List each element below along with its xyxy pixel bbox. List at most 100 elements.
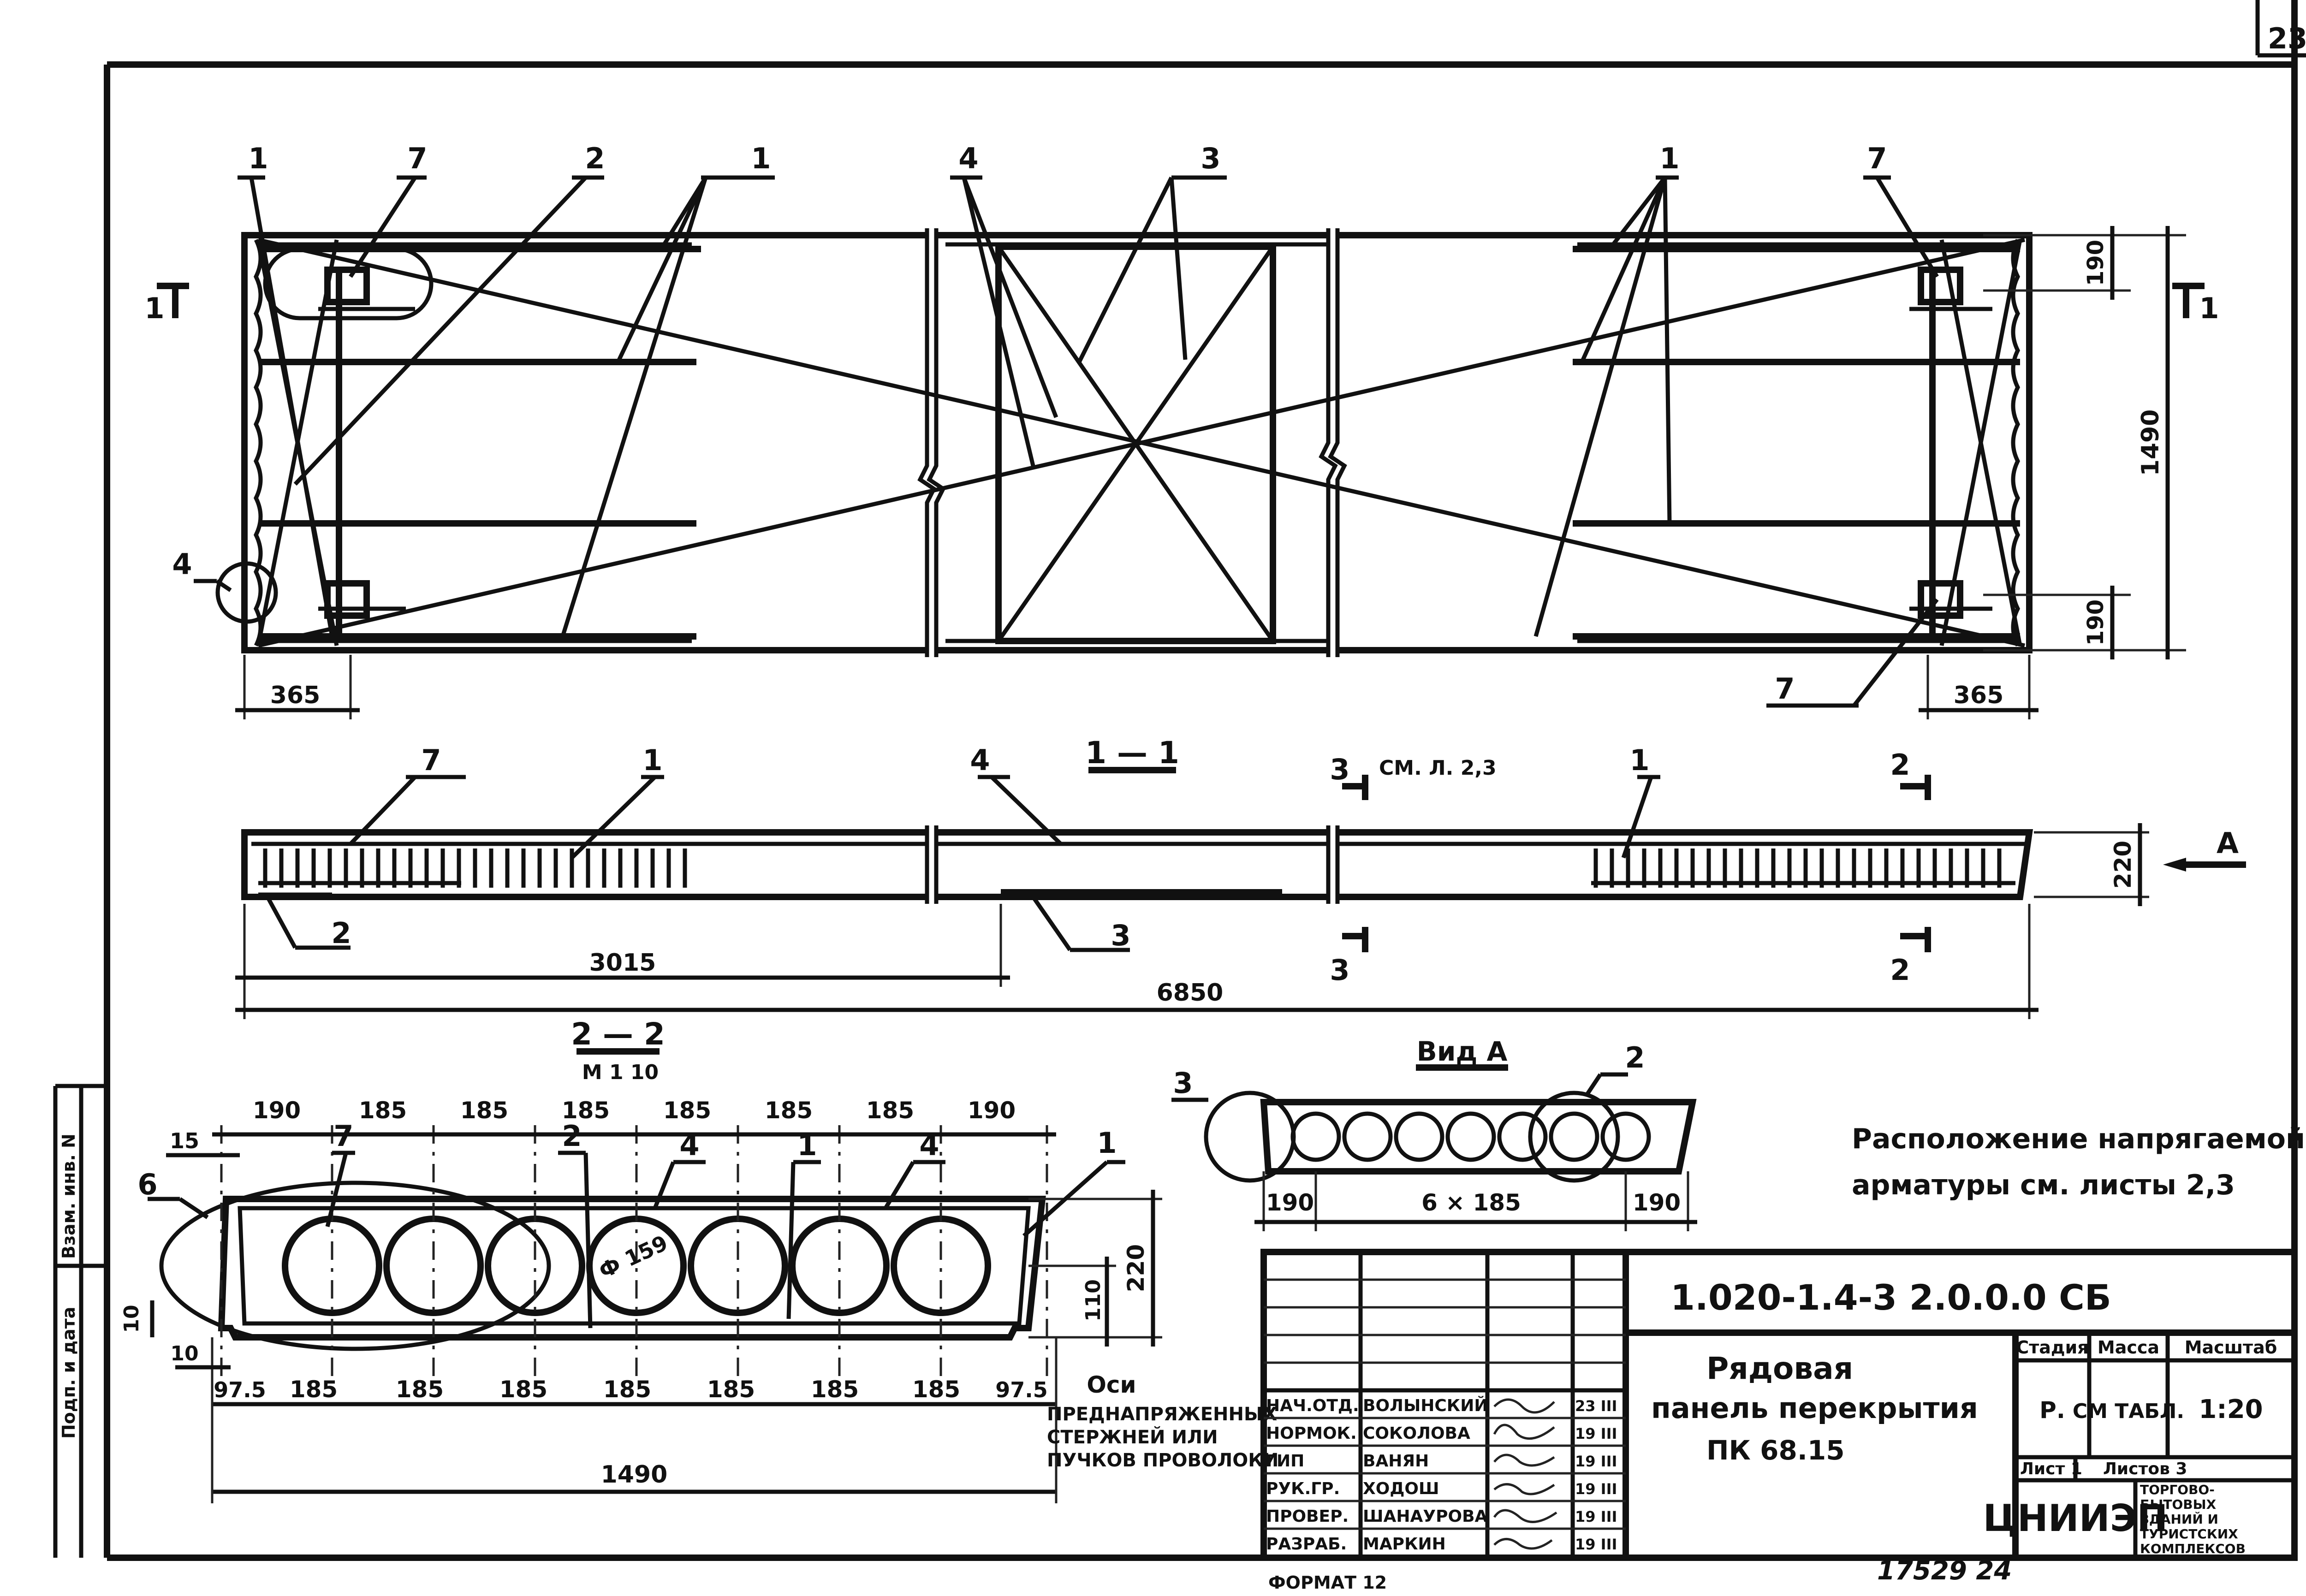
sec11-view-A: А xyxy=(2217,826,2239,860)
sig-date-5: 19 III xyxy=(1575,1536,1617,1553)
sec11-label-2: 2 xyxy=(331,916,351,950)
sig-name-2: ВАНЯН xyxy=(1363,1452,1429,1471)
plan-section-right: 1 xyxy=(2199,291,2219,325)
sig-date-4: 19 III xyxy=(1575,1508,1617,1525)
org-desc-2: ЗДАНИЙ И xyxy=(2140,1511,2218,1527)
plan-label-4: 4 xyxy=(958,142,978,175)
sig-role-0: НАЧ.ОТД. xyxy=(1266,1396,1359,1415)
stirrups-right xyxy=(1593,848,2002,888)
sig-date-1: 19 III xyxy=(1575,1425,1617,1442)
sec22-bot-dim-7: 185 xyxy=(912,1376,960,1403)
sec22-top-dim-7: 190 xyxy=(968,1097,1016,1124)
sig-date-0: 23 III xyxy=(1575,1397,1617,1415)
plan-labels: 1 7 2 1 4 3 1 7 1 1 4 365 365 7 190 1490… xyxy=(144,142,2219,709)
sec11-dim-3015: 3015 xyxy=(589,949,656,977)
sec22-bot-dim-4: 185 xyxy=(603,1376,651,1403)
section-1-1 xyxy=(235,767,2246,1019)
sig-role-1: НОРМОК. xyxy=(1266,1424,1357,1443)
sec11-dim-6850: 6850 xyxy=(1157,979,1224,1007)
sec22-label-1: 1 xyxy=(797,1128,817,1162)
doc-name-line-1: Рядовая xyxy=(1706,1351,1853,1386)
scale-header: Масштаб xyxy=(2185,1337,2277,1358)
sec22-bot-dim-3: 185 xyxy=(499,1376,547,1403)
plan-label-7a: 7 xyxy=(407,142,427,175)
viewA-dim-left: 190 xyxy=(1266,1189,1314,1216)
sig-name-3: ХОДОШ xyxy=(1363,1479,1439,1498)
axis-lines xyxy=(220,1125,1048,1383)
plan-view xyxy=(157,175,2205,719)
sig-name-5: МАРКИН xyxy=(1363,1535,1446,1554)
viewA-label-3: 3 xyxy=(1173,1066,1193,1100)
stage-value: Р. xyxy=(2039,1397,2065,1424)
plan-dim-1490: 1490 xyxy=(2137,409,2164,476)
sec22-label-4a: 4 xyxy=(679,1128,699,1162)
viewA-label-2: 2 xyxy=(1625,1041,1645,1074)
sec22-label-6: 6 xyxy=(137,1168,157,1201)
sig-role-5: РАЗРАБ. xyxy=(1266,1535,1347,1554)
plan-label-1a: 1 xyxy=(248,142,268,175)
footer-inventory: 17529 24 xyxy=(1877,1556,2012,1586)
mass-header: Масса xyxy=(2098,1337,2159,1358)
sec22-label-4b: 4 xyxy=(919,1128,939,1162)
section-2-2 xyxy=(148,1048,1162,1503)
sec22-bot-dim-5: 185 xyxy=(707,1376,755,1403)
sec22-dim-15: 15 xyxy=(170,1128,199,1153)
plan-label-1b: 1 xyxy=(751,142,771,175)
sec22-top-dim-1: 185 xyxy=(359,1097,407,1124)
sheet-total: Листов 3 xyxy=(2103,1460,2187,1478)
plan-section-left: 1 xyxy=(144,291,164,325)
sec22-top-dim-3: 185 xyxy=(562,1097,610,1124)
sig-date-3: 19 III xyxy=(1575,1480,1617,1498)
viewA-dim-mid: 6 × 185 xyxy=(1421,1189,1521,1216)
sec22-legend-line-1: СТЕРЖНЕЙ ИЛИ xyxy=(1047,1426,1218,1448)
sig-role-4: ПРОВЕР. xyxy=(1266,1507,1349,1526)
view-A-labels: Вид А 3 2 190 6 × 185 190 xyxy=(1173,1036,1681,1216)
scale-value: 1:20 xyxy=(2199,1394,2263,1424)
sec22-bot-dim-0: 97.5 xyxy=(214,1377,266,1402)
sec22-top-dim-4: 185 xyxy=(663,1097,711,1124)
sec22-label-1b: 1 xyxy=(1097,1126,1117,1160)
sec11-section-2-bottom: 2 xyxy=(1890,953,1910,987)
sig-name-0: ВОЛЫНСКИЙ xyxy=(1363,1396,1488,1415)
sec22-legend-title: Оси xyxy=(1087,1371,1136,1398)
sec11-section-2-top: 2 xyxy=(1890,748,1910,782)
sec22-legend-line-0: ПРЕДНАПРЯЖЕННЫХ xyxy=(1047,1404,1277,1425)
sec22-legend-line-2: ПУЧКОВ ПРОВОЛОКИ xyxy=(1047,1450,1278,1471)
sec11-title: 1 — 1 xyxy=(1085,735,1179,771)
doc-code: 1.020-1.4-3 2.0.0.0 СБ xyxy=(1670,1277,2111,1318)
note-line-2: арматуры см. листы 2,3 xyxy=(1852,1169,2235,1201)
viewA-title: Вид А xyxy=(1417,1036,1508,1067)
sec11-section-3-top: 3 xyxy=(1330,753,1349,786)
side-stamp-replace: Взам. инв. N xyxy=(59,1133,79,1259)
sig-role-2: ГИП xyxy=(1266,1452,1304,1471)
plan-dim-190-top: 190 xyxy=(2083,240,2109,286)
viewA-dim-right: 190 xyxy=(1633,1189,1681,1216)
sec22-dim-220: 220 xyxy=(1123,1244,1149,1292)
section-2-2-labels: 2 — 2 М 1 10 190 185 185 185 185 185 185… xyxy=(120,1016,1278,1489)
plan-dim-365-right: 365 xyxy=(1954,682,2004,709)
sec22-top-dim-5: 185 xyxy=(765,1097,813,1124)
plan-label-7-bottom: 7 xyxy=(1775,672,1795,706)
sec22-dim-110: 110 xyxy=(1082,1279,1105,1322)
sec22-bot-dim-2: 185 xyxy=(396,1376,444,1403)
org-desc-3: ТУРИСТСКИХ xyxy=(2140,1526,2238,1542)
sec22-dim-1490: 1490 xyxy=(601,1461,668,1489)
section-1-1-labels: 1 — 1 7 1 4 3 СМ. Л. 2,3 1 2 220 А 2 3 3… xyxy=(331,735,2239,1007)
org-desc-1: БЫТОВЫХ xyxy=(2140,1497,2217,1512)
sig-role-3: РУК.ГР. xyxy=(1266,1479,1340,1498)
sec11-label-4: 4 xyxy=(970,743,990,777)
sec22-label-2: 2 xyxy=(562,1119,582,1153)
sec22-title: 2 — 2 xyxy=(571,1016,665,1052)
sig-date-2: 19 III xyxy=(1575,1453,1617,1470)
doc-name-line-2: панель перекрытия xyxy=(1651,1391,1978,1425)
plan-label-4-left: 4 xyxy=(172,547,192,581)
sec22-scale: М 1 10 xyxy=(582,1061,659,1084)
plan-label-3: 3 xyxy=(1201,142,1220,175)
sheet-index: Лист 1 xyxy=(2020,1460,2082,1478)
plan-label-1c: 1 xyxy=(1659,142,1679,175)
sec11-label-1b: 1 xyxy=(1629,743,1649,777)
stage-header: Стадия xyxy=(2016,1337,2088,1358)
org-name: ЦНИИЭП xyxy=(1983,1497,2168,1540)
org-desc-0: ТОРГОВО- xyxy=(2140,1482,2215,1497)
